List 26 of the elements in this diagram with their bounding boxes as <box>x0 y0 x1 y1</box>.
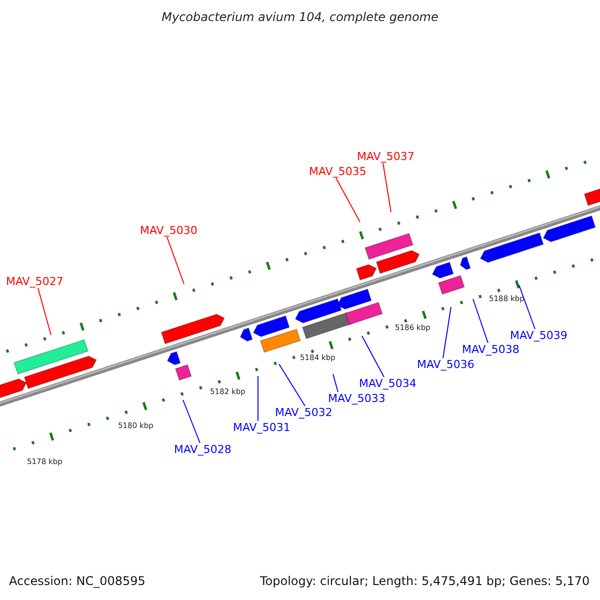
leader-line <box>518 284 536 330</box>
leader-line <box>166 236 184 284</box>
leader-line <box>362 336 384 378</box>
gene-label: MAV_5032 <box>275 407 332 418</box>
gene-label: MAV_5036 <box>417 359 474 370</box>
gene-label: MAV_5033 <box>328 393 386 404</box>
gene-label: MAV_5031 <box>233 422 290 433</box>
gene-label: MAV_5030 <box>140 225 198 236</box>
gene-label: MAV_5035 <box>309 166 366 177</box>
gene-label: MAV_5028 <box>174 444 232 455</box>
gene-label: MAV_5034 <box>359 378 416 389</box>
leader-line <box>382 162 392 212</box>
gene-label: MAV_5038 <box>462 344 520 355</box>
leader-line <box>278 364 306 406</box>
leader-line <box>336 178 360 222</box>
map-title: Mycobacterium avium 104, complete genome <box>160 11 440 23</box>
leader-line <box>472 298 488 344</box>
leader-line <box>442 306 452 358</box>
gene-label: MAV_5039 <box>510 330 568 341</box>
gene-label: MAV_5027 <box>6 276 64 287</box>
leader-line <box>38 288 52 336</box>
accession-text: Accession: NC_008595 <box>9 575 146 587</box>
genome-stats-text: Topology: circular; Length: 5,475,491 bp; Genes: 5,170 <box>260 575 590 587</box>
gene-label: MAV_5037 <box>357 151 414 162</box>
leader-line <box>332 374 338 392</box>
leader-line <box>182 400 200 444</box>
